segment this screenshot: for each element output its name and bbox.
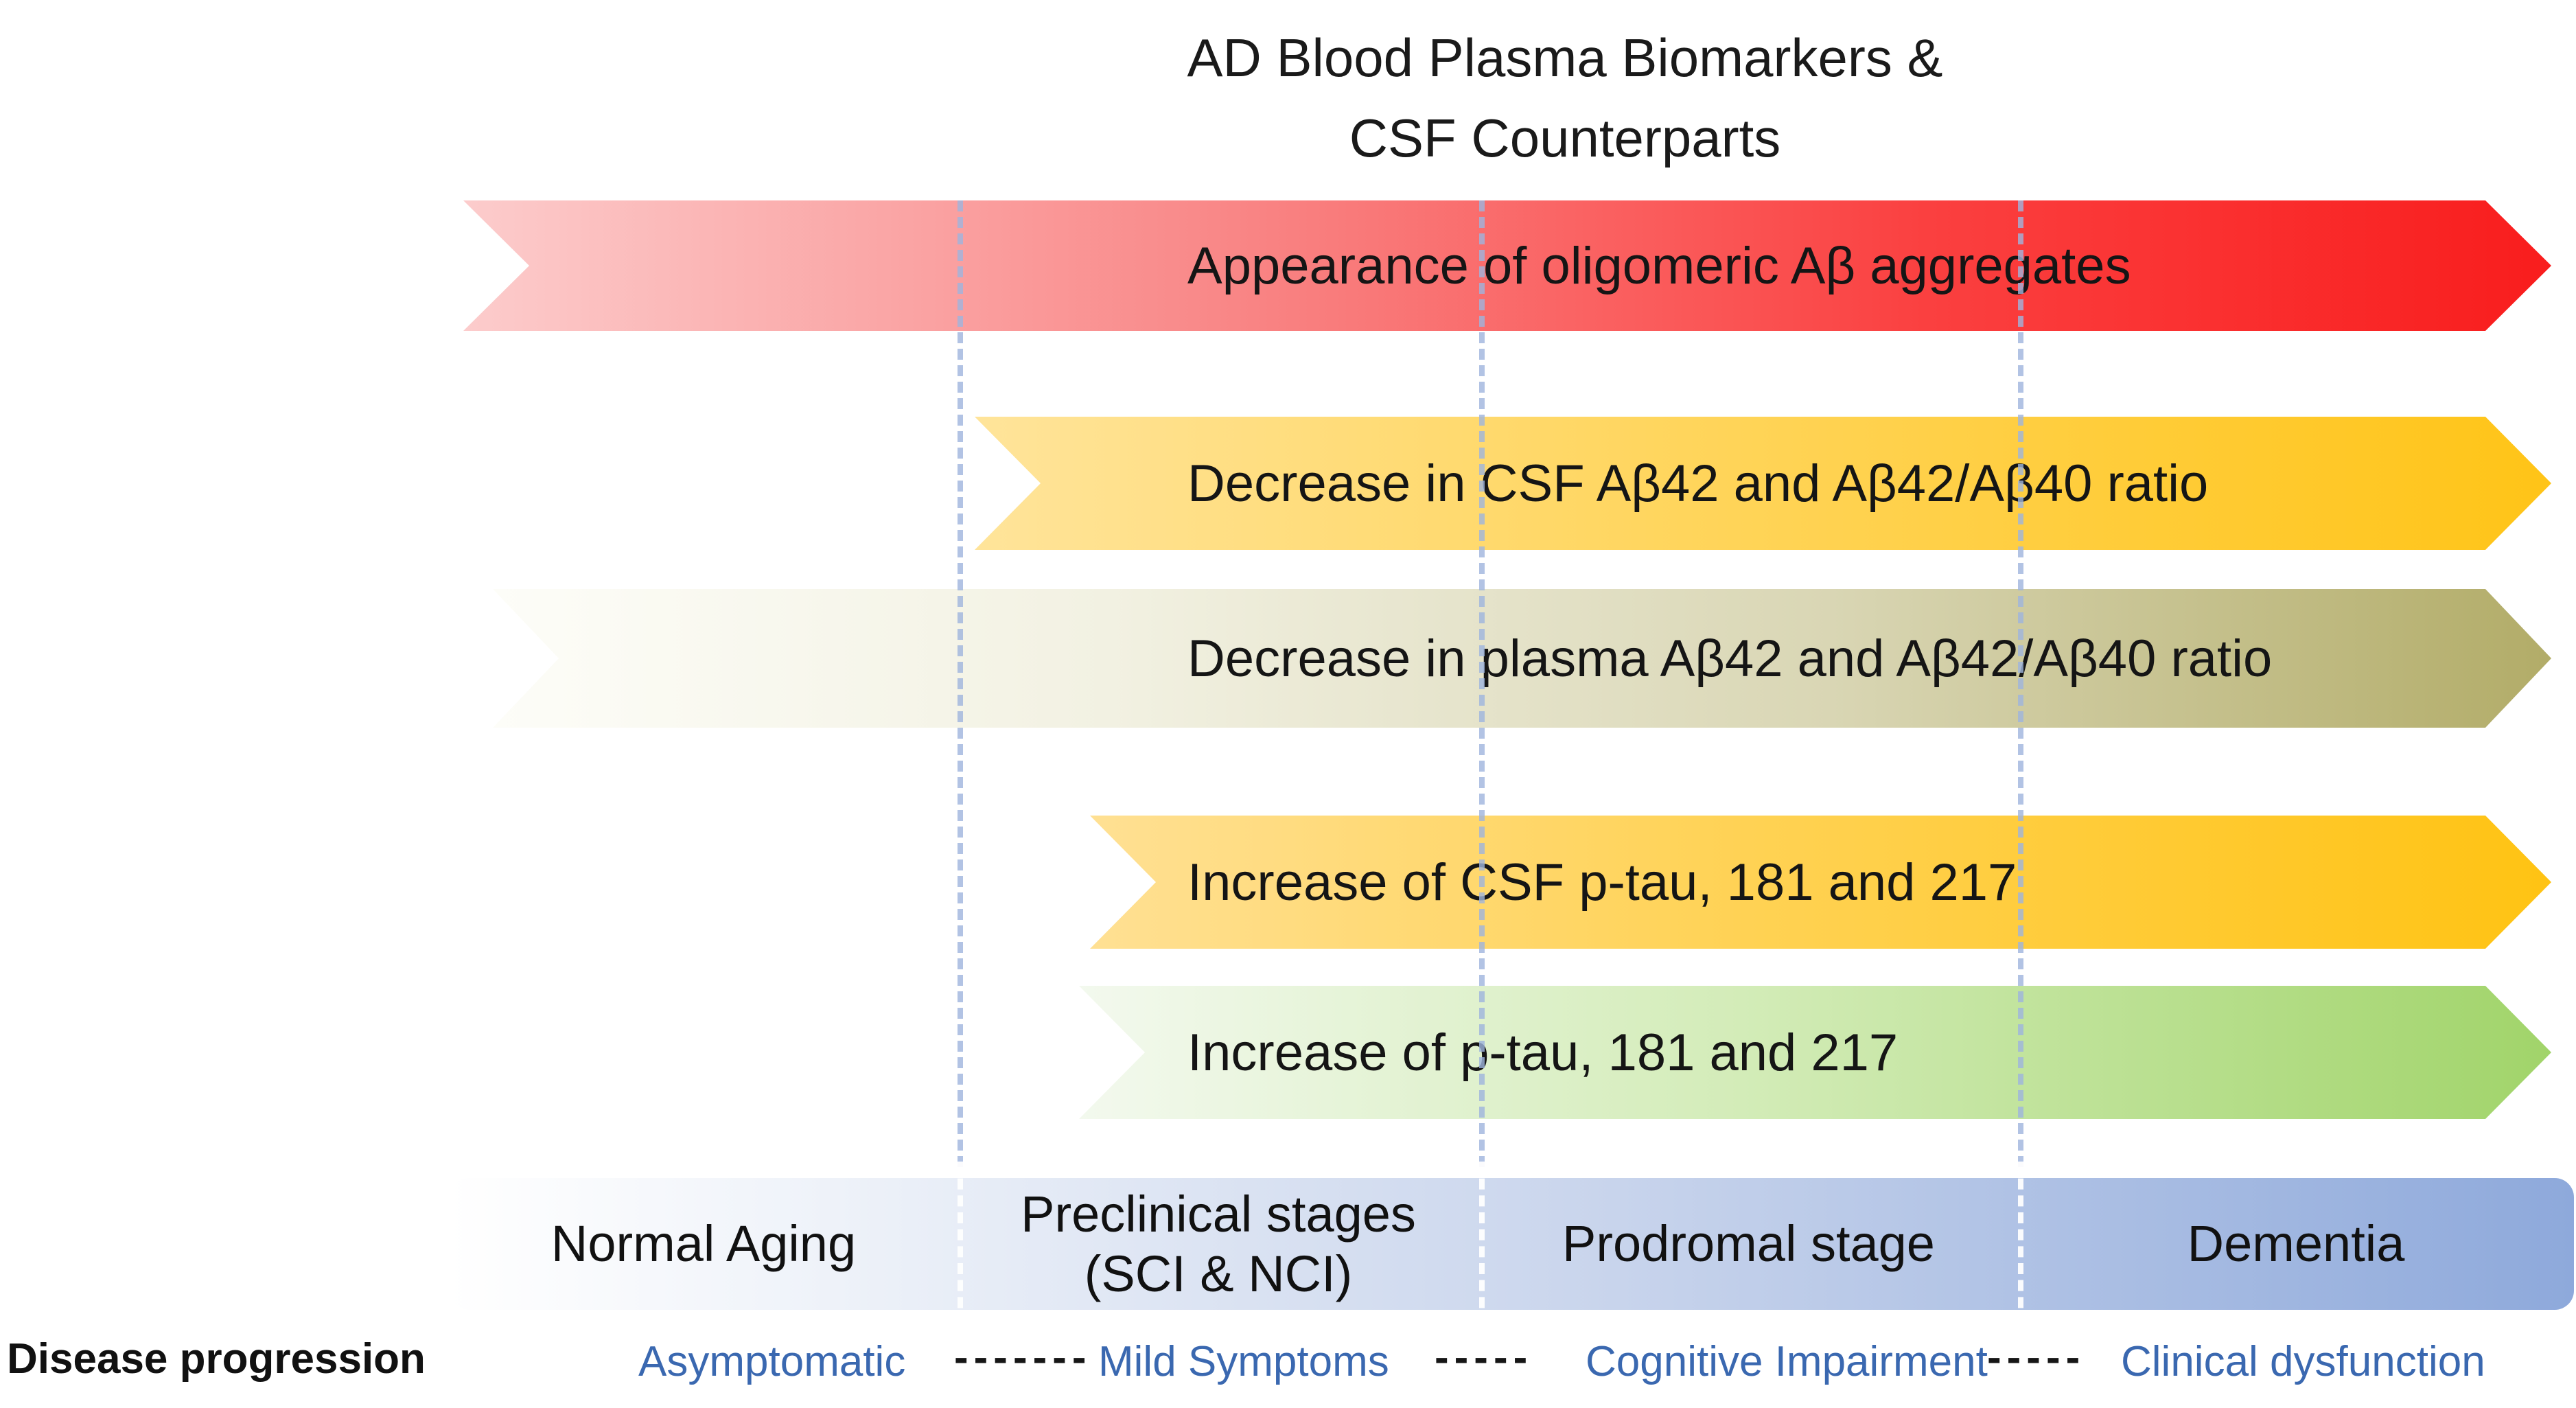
stage-bar-separator-1 — [958, 1162, 963, 1325]
page-title-line1: AD Blood Plasma Biomarkers & — [1187, 27, 1943, 88]
phase-separator-dashes-3: ----- — [1987, 1334, 2086, 1381]
stage-label: Prodromal stage — [1562, 1215, 1935, 1273]
arrow-plasma-ab42-decrease: Decrease in plasma Aβ42 and Aβ42/Aβ40 ra… — [493, 589, 2551, 728]
page-title: AD Blood Plasma Biomarkers & CSF Counter… — [982, 18, 2148, 178]
stage-label: Dementia — [2187, 1215, 2405, 1273]
stage-boundary-dashed-line-3 — [2018, 200, 2023, 1167]
stage-label-line2: (SCI & NCI) — [1084, 1245, 1353, 1302]
stage-preclinical: Preclinical stages (SCI & NCI) — [958, 1178, 1479, 1310]
arrow-label: Increase of p-tau, 181 and 217 — [1187, 1023, 1899, 1082]
stage-label: Normal Aging — [550, 1215, 857, 1273]
phase-clinical-dysfunction: Clinical dysfunction — [2121, 1338, 2485, 1385]
arrow-oligomeric-ab-aggregates: Appearance of oligomeric Aβ aggregates — [463, 200, 2551, 331]
disease-stage-bar — [450, 1178, 2574, 1310]
phase-mild-symptoms: Mild Symptoms — [1098, 1338, 1389, 1385]
stage-label-line1: Preclinical stages — [1021, 1185, 1416, 1243]
stage-dementia: Dementia — [2018, 1178, 2574, 1310]
arrow-label: Decrease in CSF Aβ42 and Aβ42/Aβ40 ratio — [1187, 454, 2209, 513]
disease-progression-axis-label: Disease progression — [7, 1335, 426, 1383]
arrow-label: Appearance of oligomeric Aβ aggregates — [1187, 236, 2131, 295]
stage-boundary-dashed-line-2 — [1479, 200, 1485, 1167]
arrow-ptau-increase: Increase of p-tau, 181 and 217 — [1079, 986, 2551, 1119]
stage-boundary-dashed-line-1 — [958, 200, 963, 1167]
page-title-line2: CSF Counterparts — [1349, 108, 1781, 168]
arrow-csf-ab42-decrease: Decrease in CSF Aβ42 and Aβ42/Aβ40 ratio — [975, 417, 2551, 550]
phase-cognitive-impairment: Cognitive Impairment — [1586, 1338, 1988, 1385]
arrow-label: Decrease in plasma Aβ42 and Aβ42/Aβ40 ra… — [1187, 629, 2273, 688]
stage-prodromal: Prodromal stage — [1479, 1178, 2018, 1310]
stage-bar-separator-3 — [2018, 1162, 2023, 1325]
arrow-label: Increase of CSF p-tau, 181 and 217 — [1187, 853, 2017, 912]
phase-separator-dashes-2: ----- — [1435, 1334, 1533, 1381]
arrow-csf-ptau-increase: Increase of CSF p-tau, 181 and 217 — [1090, 816, 2551, 949]
phase-separator-dashes-1: ------- — [954, 1334, 1092, 1381]
phase-asymptomatic: Asymptomatic — [638, 1338, 906, 1385]
stage-bar-separator-2 — [1479, 1162, 1485, 1325]
stage-normal-aging: Normal Aging — [450, 1178, 958, 1310]
